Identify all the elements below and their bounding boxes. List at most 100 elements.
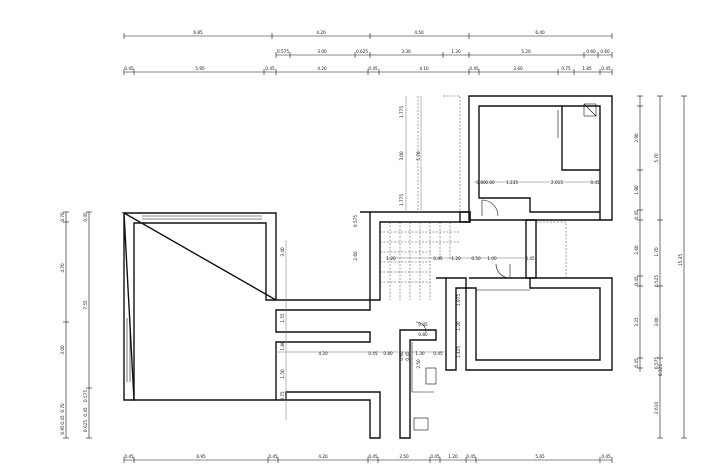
dim-top3-4: 0.45 — [368, 66, 378, 71]
lbl-f3: 1.20 — [451, 256, 461, 261]
lbl-a4: 1.775 — [399, 194, 404, 206]
dim-right-mid-1: 1.70 — [654, 247, 659, 257]
dim-right-inner-5: 3.25 — [634, 317, 639, 327]
left-room-edge — [123, 212, 135, 401]
dim-bottom-2: 0.45 — [268, 454, 278, 459]
wardrobe-wall — [561, 106, 600, 171]
dim-top2-3: 3.30 — [401, 49, 411, 54]
dim-bottom-9: 5.65 — [535, 454, 545, 459]
top-dimension-row-1: 6.85 4.20 4.50 6.40 — [123, 30, 613, 39]
bottom-dimension-row: 0.45 6.95 0.45 4.20 0.45 2.50 0.45 1.20 … — [123, 454, 613, 463]
lbl-d2: 0.45 — [368, 351, 378, 356]
lbl-c1: 1.55 — [280, 313, 285, 323]
dim-right-inner-1: 1.80 — [634, 185, 639, 195]
lbl-a1: 1.775 — [399, 106, 404, 118]
top-dimension-row-2: 0.575 3.00 0.625 3.30 1.20 5.20 0.60 0.6… — [275, 49, 613, 58]
dim-top2-1: 3.00 — [317, 49, 327, 54]
dim-left-inner-2: 0.45 — [60, 415, 65, 425]
dim-left-small-2: 0.45 — [83, 407, 88, 417]
middle-partition — [525, 219, 537, 279]
dim-right-mid-2: 0.525 — [654, 275, 659, 287]
dim-left-outer-2: 7.55 — [83, 300, 88, 310]
dim-bottom-10: 0.45 — [601, 454, 611, 459]
lbl-c2: 1.80 — [280, 341, 285, 351]
door-swing-2 — [495, 263, 511, 279]
lbl-e1: 0.80 — [476, 180, 486, 185]
internal-labels: 1.775 3.00 5.70 1.775 0.575 2.60 3.40 1.… — [280, 106, 600, 401]
dim-bottom-8: 0.45 — [466, 454, 476, 459]
dim-right-mid-3: 3.00 — [654, 317, 659, 327]
dim-top2-4: 1.20 — [451, 49, 461, 54]
dim-bottom-1: 6.95 — [196, 454, 206, 459]
lbl-d4: 1.30 — [415, 351, 425, 356]
dim-top3-9: 1.85 — [582, 66, 592, 71]
left-room-wall — [121, 212, 381, 439]
dim-top3-5: 4.10 — [419, 66, 429, 71]
dim-right-inner-2: 0.45 — [634, 210, 639, 220]
dim-left-inner-1: 0.70 — [60, 403, 65, 413]
dim-top1-3: 6.40 — [535, 30, 545, 35]
dim-bottom-7: 1.20 — [448, 454, 458, 459]
dim-right-outer-1: 2.610 — [654, 402, 659, 414]
door-swing-1 — [481, 199, 499, 217]
lbl-h4: 0.60 — [399, 351, 404, 361]
dim-right-inner-4: 0.45 — [634, 276, 639, 286]
lbl-b3: 3.40 — [280, 247, 285, 257]
dim-top3-6: 0.45 — [469, 66, 479, 71]
upper-right-room-wall — [468, 95, 613, 221]
lbl-f1: 1.20 — [386, 256, 396, 261]
lbl-g1: 1.075 — [456, 294, 461, 306]
dim-right-outer-0: 15.35 — [678, 254, 683, 266]
lbl-g2: 1.20 — [456, 321, 461, 331]
lbl-a2: 3.00 — [399, 151, 404, 161]
lbl-c4: 0.75 — [280, 391, 285, 401]
shaft-box — [583, 103, 597, 117]
dim-top1-1: 4.20 — [316, 30, 326, 35]
dim-top3-10: 0.45 — [601, 66, 611, 71]
lbl-h1: 0.45 — [418, 322, 428, 327]
bath-wall — [436, 277, 467, 371]
lbl-e5: 0.45 — [590, 180, 600, 185]
right-dimensions: 2.90 1.80 0.45 2.60 0.45 3.25 0.45 0.325… — [634, 95, 687, 439]
lbl-g4: 2.50 — [416, 359, 421, 369]
dim-top2-6: 0.60 — [586, 49, 596, 54]
lbl-h3: 0.45 — [405, 351, 410, 361]
basin-fixture — [413, 417, 429, 431]
lbl-b1: 0.575 — [353, 215, 358, 227]
wc-wall — [399, 329, 437, 439]
lbl-c3: 1.50 — [280, 369, 285, 379]
lower-right-room-wall — [465, 277, 613, 371]
dim-right-mid-0: 5.70 — [654, 153, 659, 163]
left-dimensions: 0.70 4.70 7.55 3.00 0.70 0.45 0.95 0.45 … — [60, 211, 92, 439]
lbl-e2: 0.60 — [485, 180, 495, 185]
dim-left-outer-0: 0.70 — [60, 212, 65, 222]
dim-bottom-4: 0.45 — [368, 454, 378, 459]
dim-right-mid-4: 0.575 — [654, 357, 659, 369]
dim-left-small-0: 0.45 — [83, 212, 88, 222]
lbl-h2: 0.80 — [418, 332, 428, 337]
wc-fixture — [425, 367, 437, 385]
lbl-a3: 5.70 — [416, 151, 421, 161]
lbl-f5: 1.00 — [487, 256, 497, 261]
upper-dashed-outline — [443, 95, 461, 212]
dim-left-small-1: 0.575 — [83, 390, 88, 402]
middle-dashed — [536, 221, 567, 278]
dim-top1-0: 6.85 — [193, 30, 203, 35]
stair — [380, 222, 460, 300]
dim-top2-2: 0.625 — [356, 49, 368, 54]
lbl-b2: 2.60 — [353, 251, 358, 261]
dim-top3-8: 0.75 — [561, 66, 571, 71]
dim-top3-0: 0.45 — [124, 66, 134, 71]
dim-bottom-6: 0.45 — [430, 454, 440, 459]
dim-left-outer-1: 4.70 — [60, 263, 65, 273]
top-dimension-row-3: 0.45 5.95 0.45 4.20 0.45 4.10 0.45 3.60 … — [123, 66, 613, 75]
dim-top3-2: 0.45 — [265, 66, 275, 71]
lbl-d3: 0.80 — [383, 351, 393, 356]
dim-top2-0: 0.575 — [277, 49, 289, 54]
dim-top2-5: 5.20 — [521, 49, 531, 54]
dim-left-inner-0: 3.00 — [60, 345, 65, 355]
dim-right-inner-7: 0.325 — [658, 364, 663, 376]
dim-right-inner-3: 2.60 — [634, 245, 639, 255]
dim-top2-7: 0.60 — [600, 49, 610, 54]
